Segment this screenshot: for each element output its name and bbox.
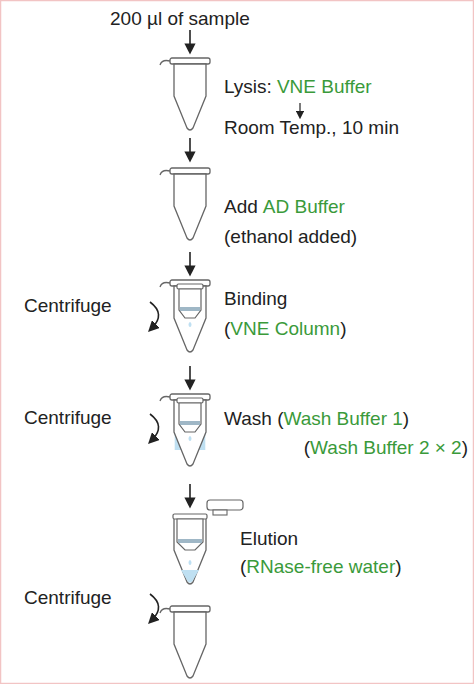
step-label: (ethanol added) (224, 226, 357, 248)
reagent-name: AD Buffer (263, 196, 345, 218)
reagent-name: Wash Buffer 2 × 2 (310, 437, 462, 459)
text-line: Binding (224, 288, 287, 310)
step-label: ( (224, 318, 230, 340)
step-label: ) (395, 556, 401, 578)
text-line: (Wash Buffer 2 × 2) (304, 437, 468, 459)
text-line: (VNE Column) (224, 318, 346, 340)
step-label: ) (462, 437, 468, 459)
step-label: Lysis: (224, 76, 272, 98)
text-line: Centrifuge (24, 587, 112, 609)
text-line: (ethanol added) (224, 226, 357, 248)
text-line: Centrifuge (24, 295, 112, 317)
reagent-name: RNase-free water (246, 556, 395, 578)
step-label: Add (224, 196, 258, 218)
text-line: Lysis:VNE Buffer (224, 76, 372, 98)
reagent-name: VNE Buffer (277, 76, 372, 98)
text-line: AddAD Buffer (224, 196, 345, 218)
text-line: Centrifuge (24, 407, 112, 429)
text-line: Room Temp., 10 min (224, 117, 399, 139)
step-label: ) (340, 318, 346, 340)
step-label: ) (403, 408, 409, 430)
step-label: Room Temp., 10 min (224, 117, 399, 139)
step-label: Binding (224, 288, 287, 310)
step-label: Elution (240, 528, 298, 550)
step-label: ( (304, 437, 310, 459)
step-note: Centrifuge (24, 587, 112, 609)
step-note: Centrifuge (24, 407, 112, 429)
step-label: ( (240, 556, 246, 578)
text-line: Elution (240, 528, 298, 550)
reagent-name: VNE Column (230, 318, 340, 340)
step-note: Centrifuge (24, 295, 112, 317)
step-label: 200 µl of sample (110, 8, 250, 30)
step-label: Wash ( (224, 408, 283, 430)
text-line: (RNase-free water) (240, 556, 402, 578)
reagent-name: Wash Buffer 1 (283, 408, 402, 430)
text-line: 200 µl of sample (110, 8, 250, 30)
text-line: Wash (Wash Buffer 1) (224, 408, 409, 430)
